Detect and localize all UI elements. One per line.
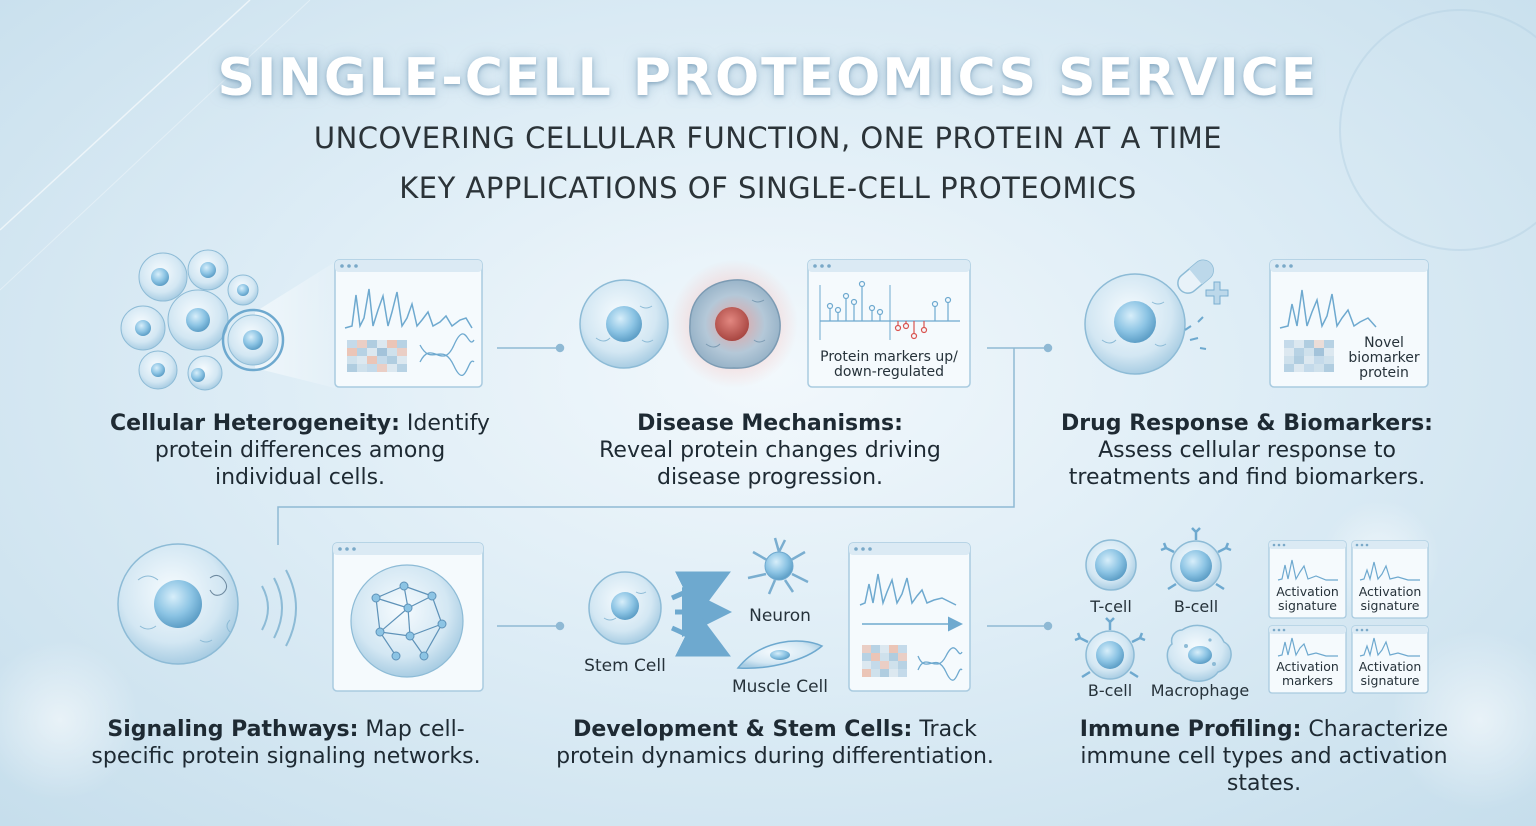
text-drug-response: Assess cellular response to treatments a…: [1068, 438, 1426, 490]
mini-panel-3: [1268, 625, 1347, 694]
caption-drug-response: Drug Response & Biomarkers: Assess cellu…: [1052, 410, 1442, 491]
disease-panel-label: Protein markers up/ down-regulated: [820, 349, 958, 380]
development-data-panel: [848, 542, 971, 692]
mini-panel-4-label: Activation signature: [1358, 659, 1422, 688]
muscle-cell-icon: [736, 640, 824, 669]
heading-disease-mechanisms: Disease Mechanisms:: [637, 411, 903, 436]
stem-cell-label: Stem Cell: [584, 656, 666, 676]
text-disease-mechanisms: Reveal protein changes driving disease p…: [599, 438, 941, 490]
macrophage-label: Macrophage: [1150, 681, 1250, 700]
b-cell-label-2: B-cell: [1087, 681, 1133, 700]
signaling-network-panel: [332, 542, 484, 692]
stem-cell-differentiation: [588, 537, 824, 669]
section-heading: KEY APPLICATIONS OF SINGLE-CELL PROTEOMI…: [399, 171, 1137, 205]
b-cell-icon-2: [1074, 617, 1146, 680]
t-cell-icon: [1085, 539, 1137, 591]
drug-panel-label: Novel biomarker protein: [1348, 335, 1420, 381]
heading-signaling-pathways: Signaling Pathways:: [107, 717, 359, 742]
text-signaling-pathways: Map cell-specific protein signaling netw…: [91, 717, 481, 769]
mini-panel-2: [1351, 540, 1429, 619]
page-title: SINGLE-CELL PROTEOMICS SERVICE: [217, 48, 1319, 108]
neuron-icon: [747, 537, 809, 595]
text-cellular-heterogeneity: Identify protein differences among indiv…: [154, 411, 490, 490]
b-cell-icon: [1160, 527, 1232, 592]
muscle-cell-label: Muscle Cell: [731, 677, 828, 697]
text-immune-profiling: Characterize immune cell types and activ…: [1080, 717, 1449, 796]
mini-panel-1: [1268, 540, 1347, 619]
heterogeneity-data-panel: [334, 259, 483, 388]
drug-data-panel: [1269, 259, 1429, 388]
immune-mini-panels: [1268, 540, 1429, 694]
page-subtitle: UNCOVERING CELLULAR FUNCTION, ONE PROTEI…: [313, 121, 1223, 155]
heading-drug-response: Drug Response & Biomarkers:: [1061, 411, 1433, 436]
macrophage-icon: [1166, 624, 1232, 682]
t-cell-label: T-cell: [1090, 597, 1132, 616]
drug-capsule-icon: [1177, 259, 1214, 294]
heading-development-stem-cells: Development & Stem Cells:: [573, 717, 913, 742]
caption-development-stem-cells: Development & Stem Cells: Track protein …: [545, 716, 1005, 770]
neuron-label: Neuron: [749, 606, 811, 626]
mini-panel-4: [1351, 625, 1429, 694]
heterogeneity-cell-cluster: [120, 249, 335, 391]
disease-data-panel: [807, 259, 971, 388]
heading-immune-profiling: Immune Profiling:: [1079, 717, 1302, 742]
mini-panel-3-label: Activation markers: [1276, 659, 1339, 688]
mini-panel-2-label: Activation signature: [1358, 584, 1422, 613]
text-development-stem-cells: Track protein dynamics during differenti…: [556, 717, 994, 769]
caption-immune-profiling: Immune Profiling: Characterize immune ce…: [1058, 716, 1470, 797]
disease-cells: [579, 260, 798, 388]
caption-cellular-heterogeneity: Cellular Heterogeneity: Identify protein…: [105, 410, 495, 491]
caption-disease-mechanisms: Disease Mechanisms: Reveal protein chang…: [580, 410, 960, 491]
drug-response-cell: [1084, 259, 1229, 375]
immune-cells: [1074, 527, 1232, 682]
heading-cellular-heterogeneity: Cellular Heterogeneity:: [110, 411, 400, 436]
caption-signaling-pathways: Signaling Pathways: Map cell-specific pr…: [80, 716, 492, 770]
signaling-cell: [117, 543, 297, 665]
mini-panel-1-label: Activation signature: [1276, 584, 1339, 613]
b-cell-label: B-cell: [1173, 597, 1219, 616]
flow-connectors: [277, 343, 1053, 631]
